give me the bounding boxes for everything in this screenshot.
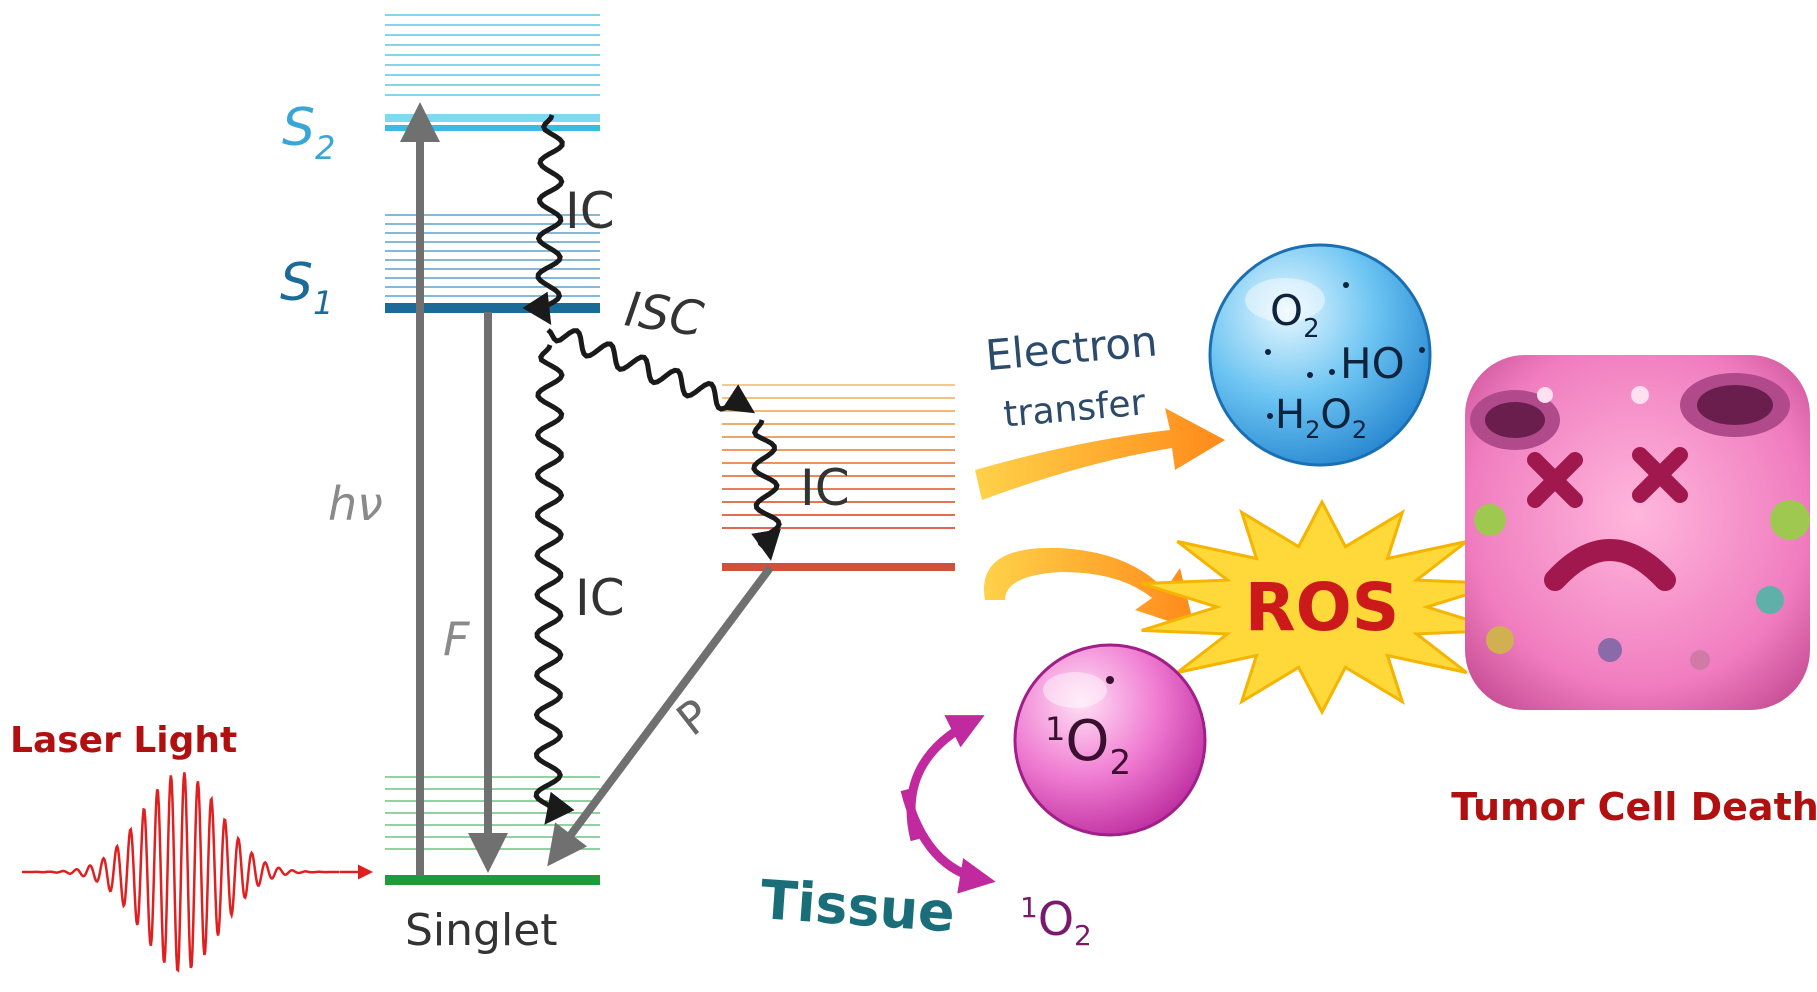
- laser-label: Laser Light: [10, 720, 237, 761]
- isc-label: ISC: [622, 281, 708, 347]
- tissue-label: Tissue: [758, 868, 957, 944]
- phosphorescence-arrow: [547, 565, 774, 867]
- isc-wavy-arrow: [546, 328, 756, 414]
- ic-triplet-wavy-arrow: [751, 419, 782, 561]
- electron-transfer-arrow: [975, 408, 1225, 500]
- tumor-cell-illustration: [1465, 355, 1810, 710]
- ros-label: ROS: [1245, 569, 1399, 646]
- ic-long-label: IC: [575, 569, 625, 627]
- ground-state-label: Singlet: [405, 905, 558, 956]
- singlet-oxygen-radical-dot: [1106, 676, 1114, 684]
- ic-top-label: IC: [565, 182, 615, 240]
- electron-transfer-label-line1: Electron: [983, 316, 1159, 380]
- laser-pulse-wave: [22, 772, 340, 973]
- fluorescence-label: F: [443, 612, 470, 666]
- tumor-cell-death-caption: Tumor Cell Death: [1451, 785, 1817, 829]
- tissue-cycle-arrow-down: [900, 788, 996, 894]
- radical-bubble-highlight: [1245, 278, 1325, 322]
- s1-label: S1: [280, 253, 333, 322]
- ros-curved-arrow: [983, 547, 1195, 630]
- electron-transfer-label-line2: transfer: [1002, 382, 1147, 435]
- singlet-oxygen-bubble: [1013, 643, 1207, 837]
- s2-label: S2: [282, 98, 335, 167]
- absorption-label: hν: [328, 477, 383, 531]
- singlet-oxygen-bubble-text: 1O2: [1045, 709, 1131, 783]
- radical-o2-text: O2: [1270, 286, 1320, 344]
- radical-h2o2-text: H2O2: [1275, 392, 1367, 444]
- singlet-bubble-highlight: [1043, 672, 1107, 708]
- radical-species-bubble: [1208, 243, 1432, 467]
- ic-s1-ground-wavy-arrow: [533, 344, 575, 825]
- ros-starburst: [1141, 498, 1503, 716]
- radical-ho-text: HO: [1340, 339, 1405, 388]
- singlet-oxygen-free-text: 1O2: [1020, 891, 1092, 952]
- ic-s2-s1-wavy-arrow: [522, 114, 565, 326]
- radical-dots: [1265, 282, 1425, 419]
- ic-triplet-label: IC: [800, 459, 850, 517]
